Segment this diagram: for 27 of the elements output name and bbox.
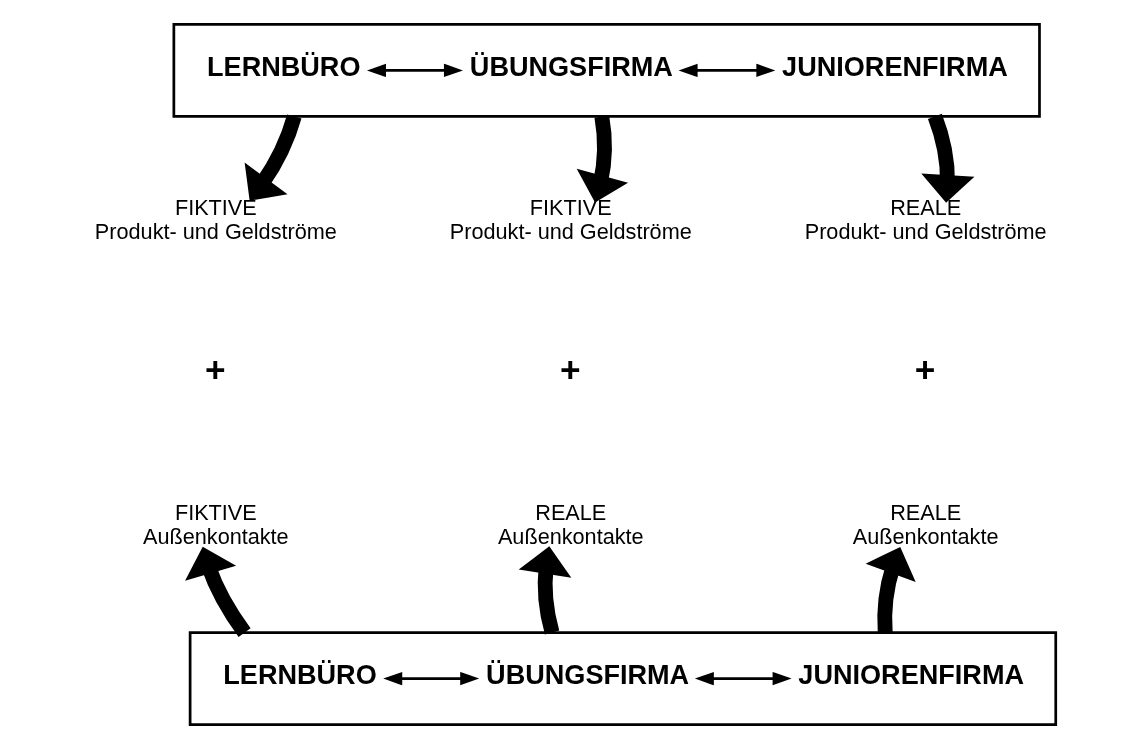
node-text: REALE Produkt- und Geldströme	[804, 195, 1047, 245]
node-text: ÜBUNGSFIRMA	[485, 659, 689, 691]
node-text: FIKTIVE Produkt- und Geldströme	[449, 195, 692, 245]
arrow	[865, 546, 916, 633]
node-text: JUNIORENFIRMA	[781, 50, 1008, 82]
arrow	[518, 546, 571, 635]
node-text: FIKTIVE Außenkontakte	[142, 499, 289, 550]
node-text: REALE Außenkontakte	[497, 499, 644, 550]
cluster	[188, 631, 1057, 727]
arrow	[382, 671, 479, 686]
arrow	[694, 671, 792, 686]
cluster	[172, 22, 1041, 118]
arrow	[576, 115, 628, 203]
node-text: JUNIORENFIRMA	[797, 659, 1024, 691]
arrow	[244, 114, 301, 201]
label: +	[559, 349, 581, 389]
node-text: LERNBÜRO	[222, 659, 377, 691]
node-text: FIKTIVE Produkt- und Geldströme	[94, 195, 337, 245]
arrow	[366, 63, 463, 78]
label: +	[914, 349, 935, 389]
label: +	[204, 349, 226, 389]
node-text: REALE Außenkontakte	[852, 499, 999, 550]
arrow	[920, 113, 974, 203]
node-text: LERNBÜRO	[206, 50, 360, 82]
arrow	[678, 63, 775, 78]
arrow	[184, 546, 251, 637]
node-text: ÜBUNGSFIRMA	[469, 50, 673, 82]
